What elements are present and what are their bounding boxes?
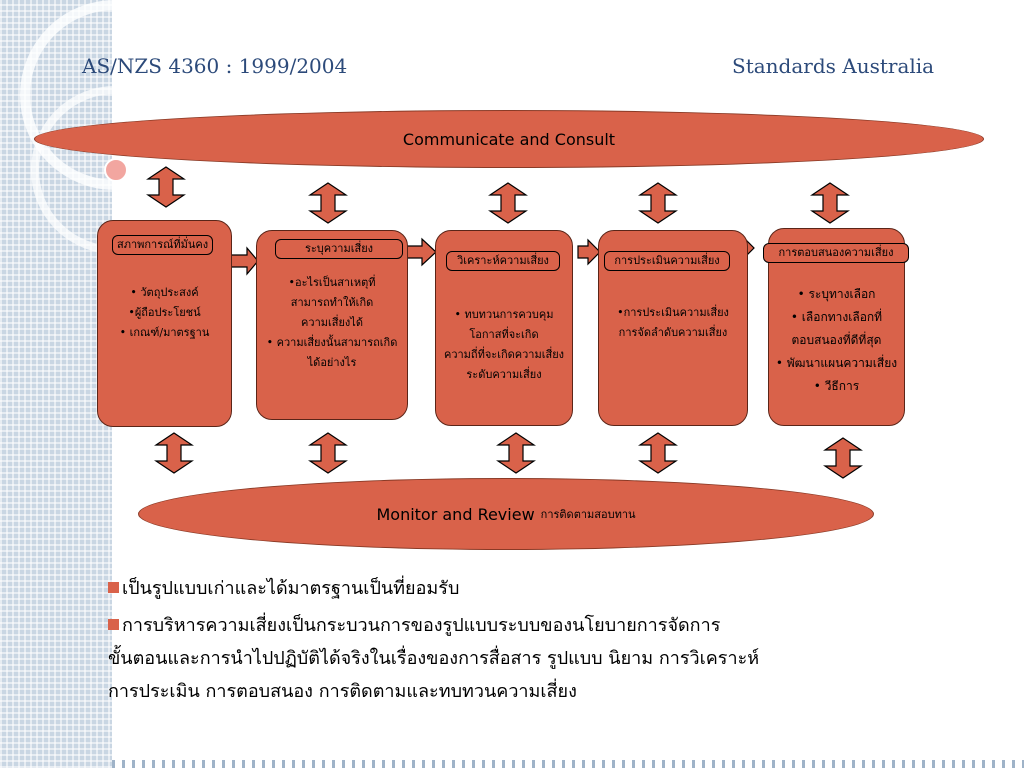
decorative-dot (104, 158, 128, 182)
step-box-context: สภาพการณ์ที่มั่นคง • วัตถุประสงค์ •ผู้ถื… (97, 220, 232, 427)
up-down-arrow-5 (811, 182, 849, 224)
step-title: การประเมินความเสี่ยง (604, 251, 730, 271)
step-line: • วัตถุประสงค์ (130, 286, 199, 299)
up-down-arrow-3 (489, 182, 527, 224)
bullet-text: การบริหารความเสี่ยงเป็นกระบวนการของรูปแบ… (122, 615, 721, 636)
bullet-text: ขั้นตอนและการนำไปปฏิบัติได้จริงในเรื่องข… (108, 648, 760, 669)
step-body: • วัตถุประสงค์ •ผู้ถือประโยชน์ • เกณฑ์/ม… (102, 283, 227, 343)
step-line: สามารถทำให้เกิด (290, 296, 374, 309)
step-line: •ผู้ถือประโยชน์ (128, 306, 201, 319)
step-title: สภาพการณ์ที่มั่นคง (112, 235, 214, 255)
step-line: • วีธีการ (813, 379, 860, 393)
bullet-item: การบริหารความเสี่ยงเป็นกระบวนการของรูปแบ… (108, 609, 988, 642)
step-title: การตอบสนองความเสี่ยง (763, 243, 909, 263)
step-line: •อะไรเป็นสาเหตุที่ (288, 276, 376, 289)
step-line: • ความเสี่ยงนั้นสามารถเกิด (266, 336, 398, 349)
step-line: •การประเมินความเสี่ยง (617, 306, 729, 319)
step-title: วิเคราะห์ความเสี่ยง (446, 251, 560, 271)
step-line: • เกณฑ์/มาตรฐาน (119, 326, 210, 339)
up-down-arrow-1 (147, 166, 185, 208)
bullet-text: เป็นรูปแบบเก่าและได้มาตรฐานเป็นที่ยอมรับ (122, 578, 460, 599)
communicate-consult-ellipse: Communicate and Consult (34, 110, 984, 168)
step-line: การจัดลำดับความเสี่ยง (618, 326, 728, 339)
up-down-arrow-9 (639, 432, 677, 474)
step-line: • เลือกทางเลือกที่ (790, 310, 883, 324)
bottom-pattern-strip (112, 760, 1024, 768)
monitor-review-ellipse: Monitor and Review การติดตามสอบทาน (138, 478, 874, 550)
header-publisher: Standards Australia (732, 54, 935, 78)
step-box-evaluate: การประเมินความเสี่ยง •การประเมินความเสี่… (598, 230, 748, 426)
right-arrow-1 (228, 246, 259, 276)
step-body: •อะไรเป็นสาเหตุที่ สามารถทำให้เกิด ความเ… (261, 273, 403, 373)
step-line: • ระบุทางเลือก (797, 287, 876, 301)
step-box-identify: ระบุความเสี่ยง •อะไรเป็นสาเหตุที่ สามารถ… (256, 230, 408, 420)
step-line: • ทบทวนการควบคุม (454, 308, 554, 321)
step-line: โอกาสที่จะเกิด (469, 328, 539, 341)
up-down-arrow-10 (824, 437, 862, 479)
bullet-text-block: เป็นรูปแบบเก่าและได้มาตรฐานเป็นที่ยอมรับ… (108, 572, 988, 708)
right-arrow-3 (577, 238, 601, 266)
step-box-analyse: วิเคราะห์ความเสี่ยง • ทบทวนการควบคุม โอก… (435, 230, 573, 426)
step-box-treat: การตอบสนองความเสี่ยง • ระบุทางเลือก • เล… (763, 228, 909, 426)
monitor-review-label: Monitor and Review (376, 504, 535, 524)
communicate-consult-label: Communicate and Consult (402, 129, 616, 149)
step-line: ความเสี่ยงได้ (301, 316, 363, 329)
step-title: ระบุความเสี่ยง (275, 239, 403, 259)
up-down-arrow-7 (309, 432, 347, 474)
step-line: • พัฒนาแผนความเสี่ยง (775, 356, 898, 370)
step-body: •การประเมินความเสี่ยง การจัดลำดับความเสี… (603, 303, 743, 343)
up-down-arrow-6 (155, 432, 193, 474)
monitor-review-thai-label: การติดตามสอบทาน (540, 508, 636, 521)
bullet-item: เป็นรูปแบบเก่าและได้มาตรฐานเป็นที่ยอมรับ (108, 572, 988, 605)
step-body: • ระบุทางเลือก • เลือกทางเลือกที่ ตอบสนอ… (773, 283, 900, 398)
step-line: ตอบสนองที่ดีที่สุด (791, 333, 882, 347)
step-line: ได้อย่างไร (307, 356, 357, 369)
up-down-arrow-4 (639, 182, 677, 224)
up-down-arrow-2 (309, 182, 347, 224)
square-bullet-icon (108, 582, 119, 593)
step-body: • ทบทวนการควบคุม โอกาสที่จะเกิด ความถี่ท… (440, 305, 568, 385)
step-line: ความถี่ที่จะเกิดความเสี่ยง (443, 348, 565, 361)
right-arrow-2 (404, 237, 437, 267)
bullet-text: การประเมิน การตอบสนอง การติดตามและทบทวนค… (108, 681, 577, 702)
header-standard-code: AS/NZS 4360 : 1999/2004 (82, 54, 348, 78)
square-bullet-icon (108, 619, 119, 630)
step-line: ระดับความเสี่ยง (466, 368, 542, 381)
up-down-arrow-8 (497, 432, 535, 474)
